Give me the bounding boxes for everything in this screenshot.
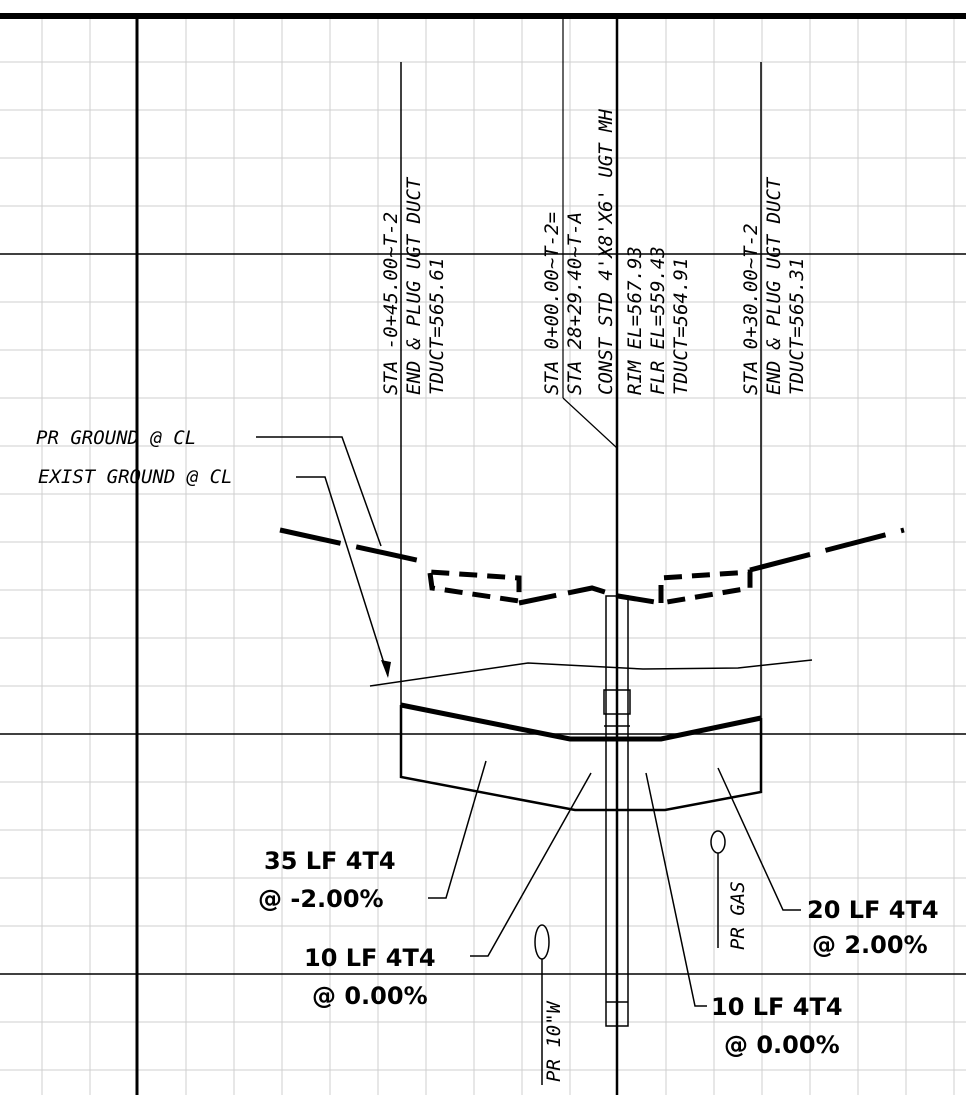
water-line-marker: [534, 924, 550, 1085]
pr-ground-leader: [256, 436, 382, 547]
proposed-ground-line: [279, 527, 905, 606]
station-text: END & PLUG UGT DUCT: [763, 176, 785, 395]
station-text: TDUCT=564.91: [670, 258, 692, 395]
segment-slope: @ -2.00%: [258, 885, 384, 913]
duct-bank: [399, 702, 763, 812]
station-note-left: STA -0+45.00~T-2 END & PLUG UGT DUCT TDU…: [380, 176, 448, 395]
manhole-structure: [603, 595, 631, 1027]
grid-minor: [0, 16, 966, 1095]
water-line-label: PR 10"W: [543, 1000, 565, 1082]
segment-length: 35 LF 4T4: [264, 847, 396, 875]
station-note-right: STA 0+30.00~T-2 END & PLUG UGT DUCT TDUC…: [740, 176, 808, 395]
station-note-manhole: STA 0+00.00~T-2= STA 28+29.40~T-A CONST …: [541, 108, 692, 395]
callout-segment-2: 10 LF 4T4 @ 0.00%: [304, 772, 592, 1010]
segment-length: 20 LF 4T4: [807, 896, 939, 924]
pr-ground-label: PR GROUND @ CL: [36, 427, 196, 449]
segment-slope: @ 0.00%: [312, 982, 428, 1010]
callout-segment-3: 10 LF 4T4 @ 0.00%: [645, 772, 843, 1059]
station-text: STA 0+00.00~T-2=: [541, 212, 563, 395]
grid-major: [0, 253, 966, 975]
station-text: TDUCT=565.31: [786, 258, 808, 395]
exist-ground-leader: [296, 476, 389, 677]
station-text: FLR EL=559.43: [647, 246, 669, 395]
leader-arrowhead: [381, 660, 391, 678]
station-text: CONST STD 4'X8'X6' UGT MH: [595, 108, 617, 395]
station-text: RIM EL=567.93: [624, 246, 646, 395]
exist-ground-label: EXIST GROUND @ CL: [38, 466, 232, 488]
segment-length: 10 LF 4T4: [711, 993, 843, 1021]
existing-ground-line: [369, 659, 813, 687]
station-leader-mh: [562, 397, 618, 449]
station-text: STA 28+29.40~T-A: [564, 212, 586, 395]
station-text: TDUCT=565.61: [426, 258, 448, 395]
station-text: STA 0+30.00~T-2: [740, 223, 762, 395]
segment-slope: @ 2.00%: [812, 931, 928, 959]
station-text: STA -0+45.00~T-2: [380, 212, 402, 395]
gas-line-marker: [710, 830, 726, 948]
segment-length: 10 LF 4T4: [304, 944, 436, 972]
callout-segment-1: 35 LF 4T4 @ -2.00%: [258, 760, 487, 913]
station-text: END & PLUG UGT DUCT: [403, 176, 425, 395]
gas-line-label: PR GAS: [727, 881, 749, 950]
callout-segment-4: 20 LF 4T4 @ 2.00%: [717, 767, 939, 959]
segment-slope: @ 0.00%: [724, 1031, 840, 1059]
